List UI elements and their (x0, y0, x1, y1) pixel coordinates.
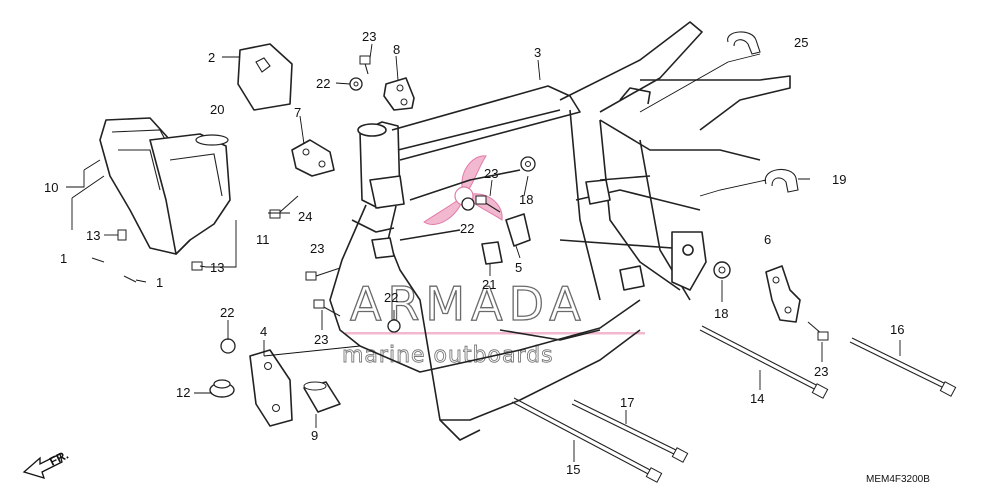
callout-1-left: 1 (60, 251, 67, 266)
callout-20: 20 (210, 102, 224, 117)
watermark-underline (345, 332, 645, 335)
bolt-23-lower (313, 299, 341, 317)
nut-21 (481, 241, 503, 265)
callout-12: 12 (176, 385, 190, 400)
callout-18-top: 18 (519, 192, 533, 207)
front-direction-indicator: FR. (22, 448, 71, 479)
diagram-code: MEM4F3200B (866, 474, 930, 485)
callout-8: 8 (393, 42, 400, 57)
callout-labels: 2 20 23 8 22 3 25 7 10 23 18 22 19 24 11… (44, 29, 904, 477)
callout-19: 19 (832, 172, 846, 187)
bolt-24 (269, 195, 299, 219)
bracket-6 (765, 265, 801, 323)
front-label: FR. (47, 448, 71, 469)
callout-23-left: 23 (310, 241, 324, 256)
callout-14: 14 (750, 391, 764, 406)
callout-9: 9 (311, 428, 318, 443)
callout-22-mid: 22 (460, 221, 474, 236)
watermark-brand: ARMADA (350, 277, 587, 331)
watermark-tagline: marine outboards (342, 343, 554, 368)
nut-18-top (520, 156, 536, 172)
bolt-15 (511, 397, 663, 483)
callout-24: 24 (298, 209, 312, 224)
callout-5: 5 (515, 260, 522, 275)
spacer-9 (303, 381, 341, 413)
bracket-4 (249, 349, 293, 427)
side-cover (99, 117, 231, 255)
small-fasteners (91, 55, 829, 354)
clamp-19 (764, 168, 799, 193)
front-arrow-icon (22, 453, 63, 479)
bolt-23-right (807, 321, 829, 341)
bolt-17 (571, 399, 689, 463)
callout-23-lower: 23 (314, 332, 328, 347)
callout-1-right: 1 (156, 275, 163, 290)
callout-13-right: 13 (210, 260, 224, 275)
bolt-23-top (359, 55, 371, 75)
callout-3: 3 (534, 45, 541, 60)
callout-4: 4 (260, 324, 267, 339)
callout-23-top: 23 (362, 29, 376, 44)
bolt-23-mid (475, 195, 501, 213)
nut-18-right (713, 261, 731, 279)
nut-22-lower (387, 319, 401, 333)
nut-22-mid (461, 197, 475, 211)
bracket-5 (505, 213, 531, 247)
rubber-mount-12 (209, 379, 235, 398)
nut-22-left (220, 338, 236, 354)
clamp-25 (727, 31, 761, 55)
callout-15: 15 (566, 462, 580, 477)
callout-6: 6 (764, 232, 771, 247)
main-frame (329, 21, 791, 441)
bolt-14 (699, 325, 829, 399)
clip-13a (117, 229, 127, 241)
callout-13-left: 13 (86, 228, 100, 243)
callout-16: 16 (890, 322, 904, 337)
screw-1a (91, 257, 105, 263)
callout-23-mid: 23 (484, 166, 498, 181)
callout-10: 10 (44, 180, 58, 195)
bracket-7 (291, 139, 335, 177)
bolt-16 (849, 337, 957, 397)
leader-lines (66, 43, 901, 462)
watermark: ARMADA marine outboards (342, 155, 645, 368)
callout-17: 17 (620, 395, 634, 410)
watermark-logo (423, 155, 503, 225)
cover-plate (237, 43, 293, 111)
callout-11: 11 (256, 232, 270, 247)
bracket-8 (383, 77, 415, 111)
callout-21: 21 (482, 277, 496, 292)
nut-22-top (349, 77, 363, 91)
callout-7: 7 (294, 105, 301, 120)
callout-2: 2 (208, 50, 215, 65)
callout-25: 25 (794, 35, 808, 50)
screw-1b (123, 275, 137, 283)
callout-22-left: 22 (220, 305, 234, 320)
callout-18-right: 18 (714, 306, 728, 321)
bolt-23-left (305, 267, 341, 281)
callout-22-lower: 22 (384, 290, 398, 305)
callout-23-right: 23 (814, 364, 828, 379)
callout-22-top: 22 (316, 76, 330, 91)
